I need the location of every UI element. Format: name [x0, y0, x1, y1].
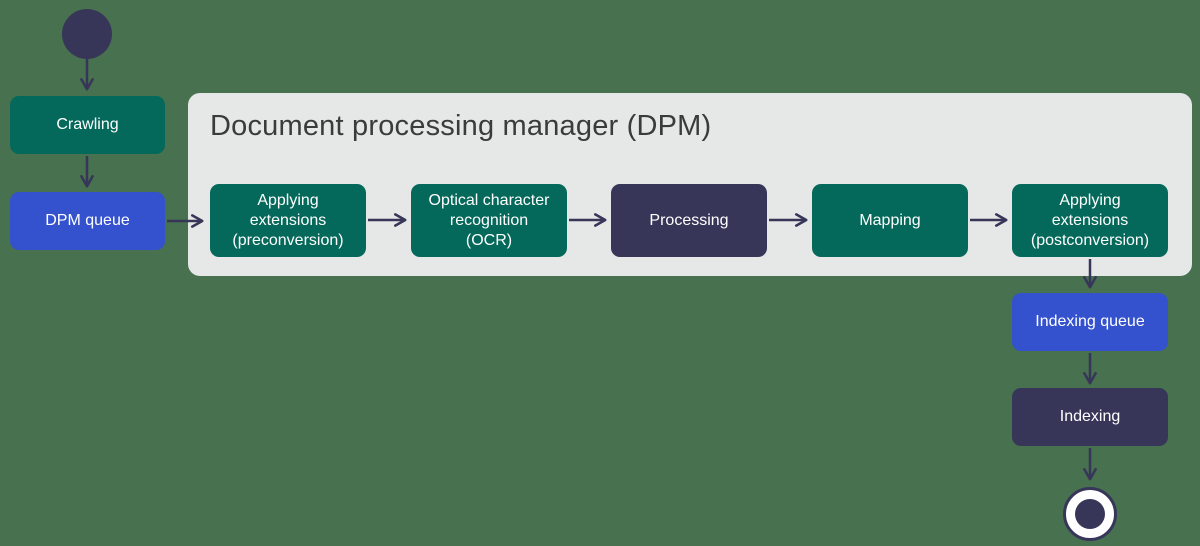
node-dpm-queue: DPM queue [10, 192, 165, 250]
node-indexing-queue: Indexing queue [1012, 293, 1168, 351]
node-crawling: Crawling [10, 96, 165, 154]
node-indexing: Indexing [1012, 388, 1168, 446]
node-mapping: Mapping [812, 184, 968, 257]
node-processing: Processing [611, 184, 767, 257]
node-applying-extensions-preconversion: Applying extensions (preconversion) [210, 184, 366, 257]
start-node-circle [62, 9, 112, 59]
dpm-container-title: Document processing manager (DPM) [210, 110, 712, 142]
end-node-circle [1063, 487, 1117, 541]
node-applying-extensions-postconversion: Applying extensions (postconversion) [1012, 184, 1168, 257]
end-node-inner-dot [1075, 499, 1105, 529]
node-optical-character-recognition: Optical character recognition (OCR) [411, 184, 567, 257]
